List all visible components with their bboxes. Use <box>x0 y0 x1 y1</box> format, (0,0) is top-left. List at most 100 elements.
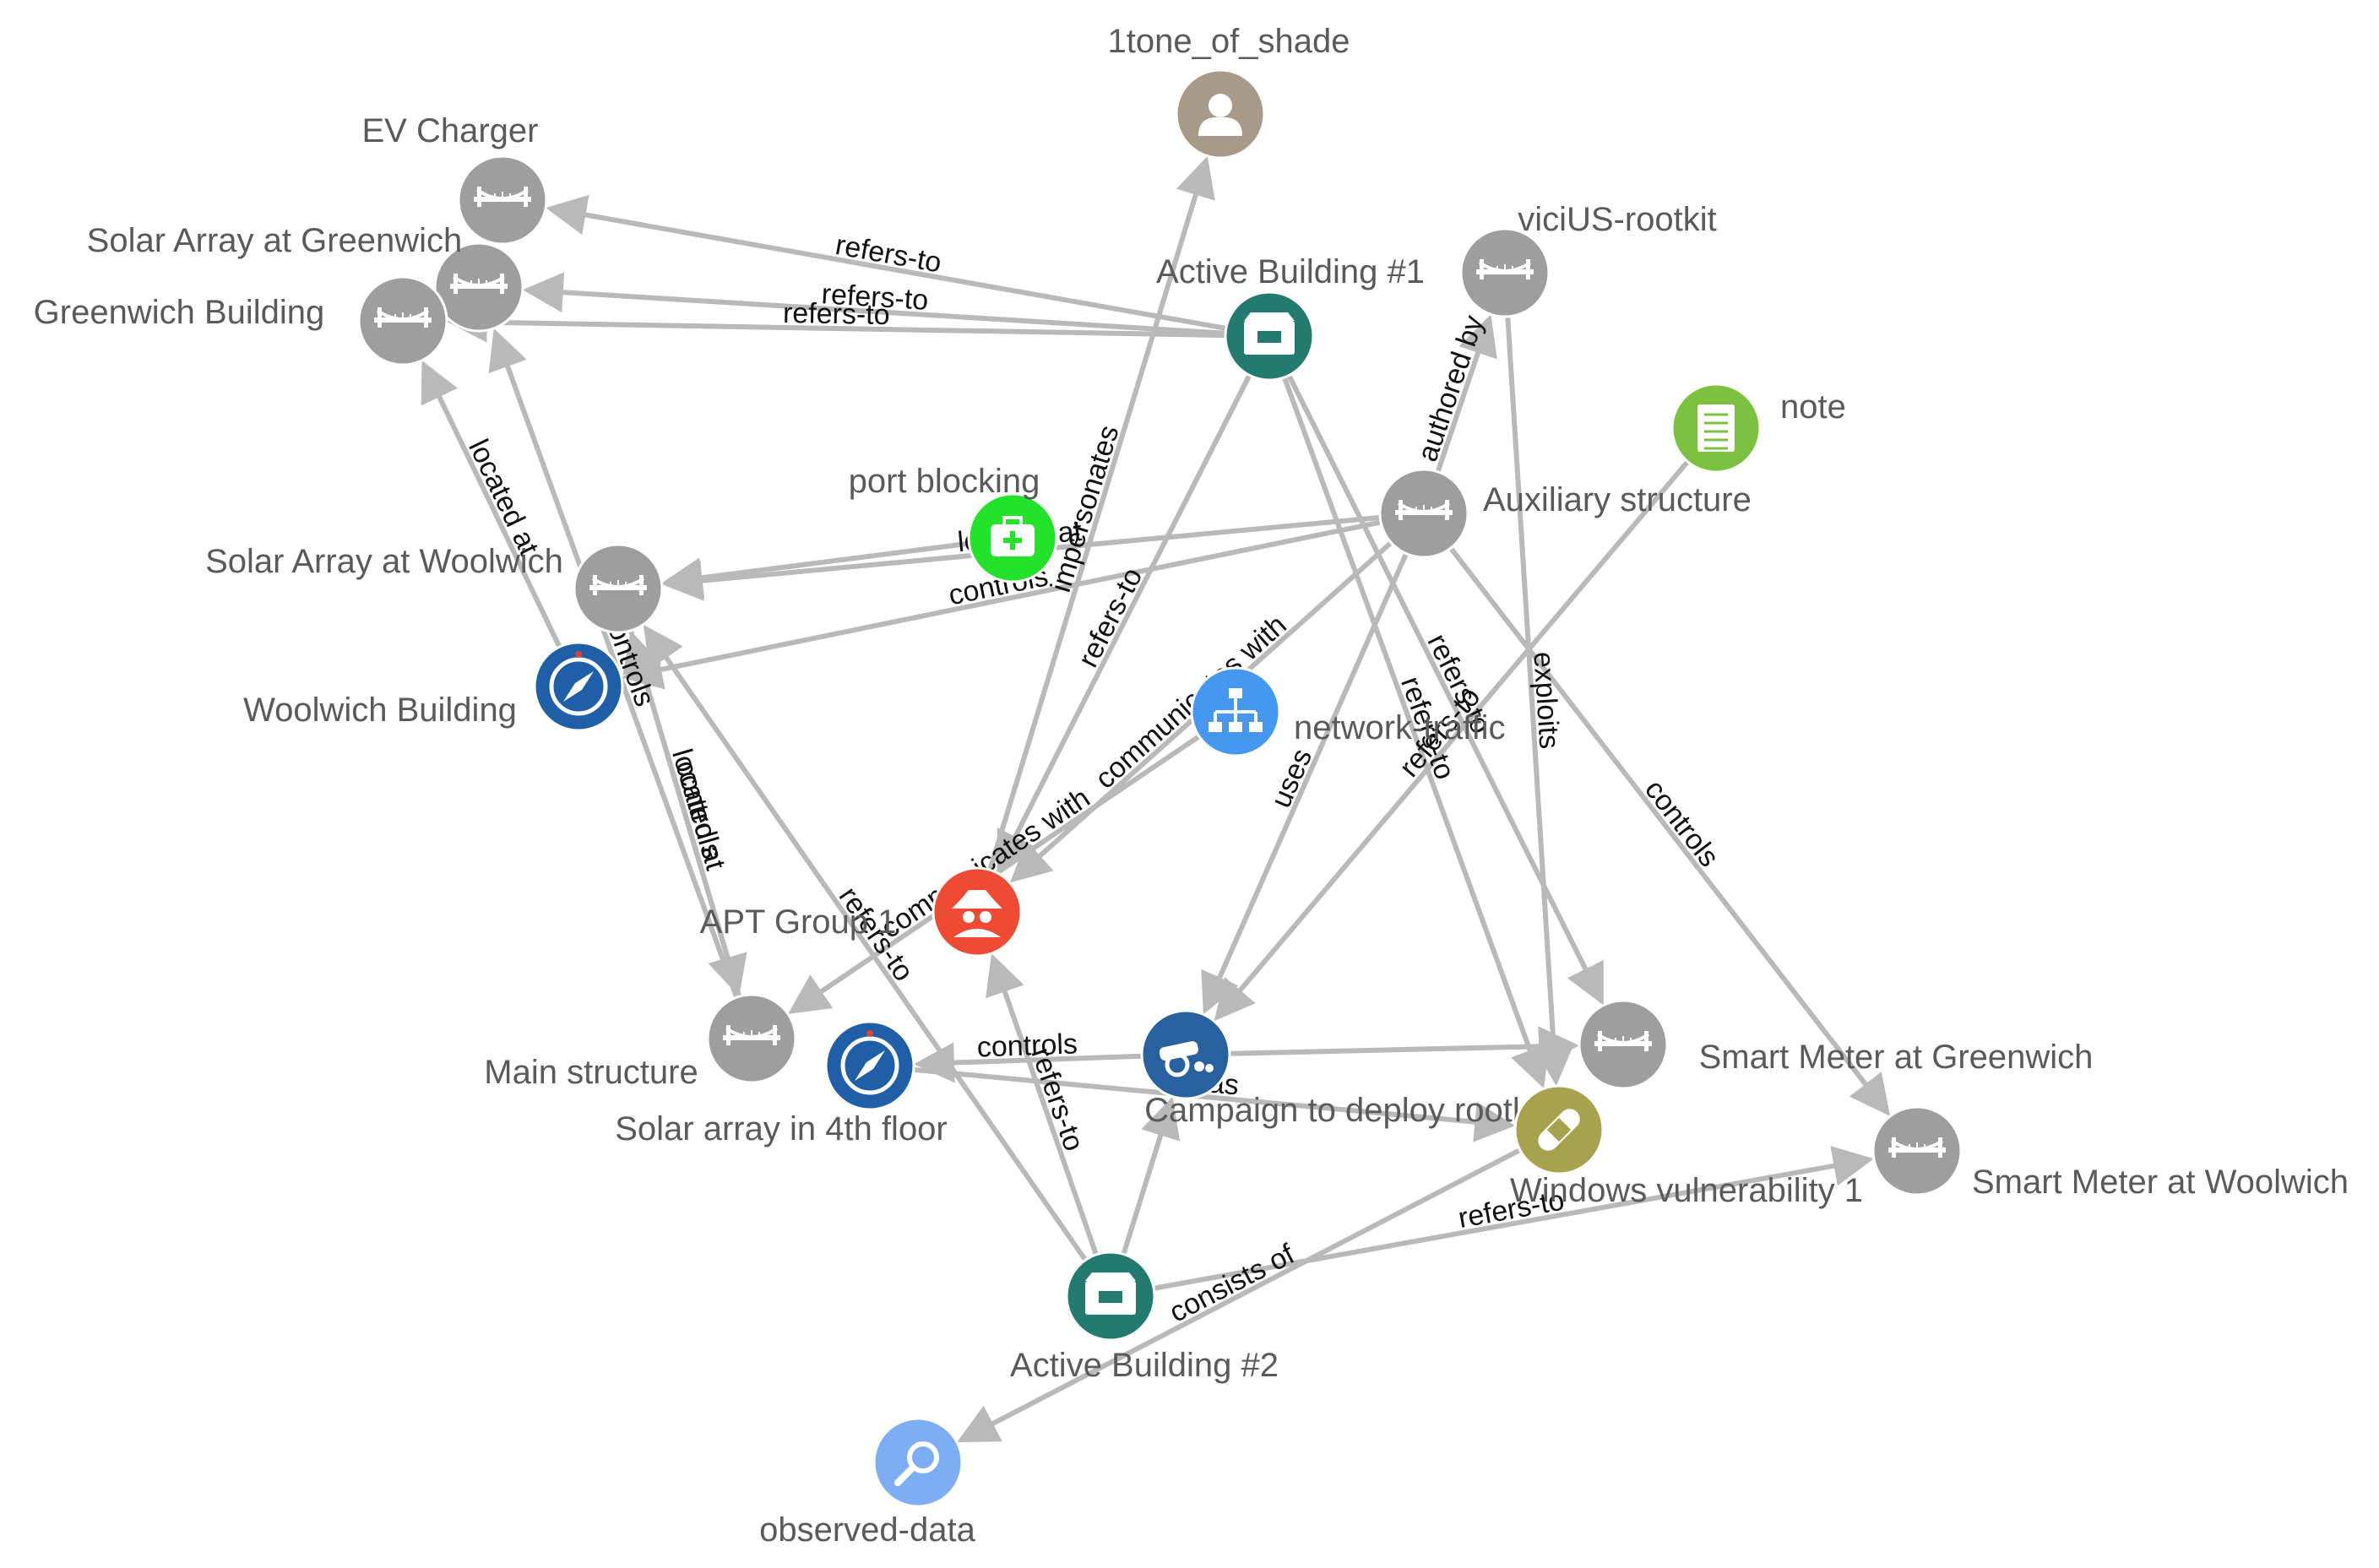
edge-apt-to-tone[interactable] <box>987 155 1215 871</box>
edge-label: controls <box>976 1028 1078 1063</box>
bridge-icon <box>1888 1137 1946 1158</box>
bridge-icon <box>1476 259 1534 279</box>
node-evcharger[interactable]: EV Charger <box>362 112 548 246</box>
network-icon <box>1209 688 1263 732</box>
node-greenwich-bldg[interactable]: Greenwich Building <box>34 275 448 366</box>
edge-label: refers-to <box>821 278 930 317</box>
edge-label: uses <box>1265 744 1319 812</box>
bridge-icon <box>1395 500 1453 520</box>
node-observed[interactable]: observed-data <box>759 1417 976 1549</box>
node-label: 1tone_of_shade <box>1108 23 1350 60</box>
node-label: observed-data <box>759 1511 975 1549</box>
edge-campaign-to-meter_gw[interactable] <box>1229 1026 1580 1067</box>
edge-port-to-solar_ww[interactable] <box>661 540 970 599</box>
edge-aux-to-campaign[interactable] <box>1201 552 1409 1015</box>
node-nettraffic[interactable]: network-traffic <box>1190 666 1505 757</box>
edge-label: controls <box>669 757 728 862</box>
edge-aux-to-meter_ww[interactable] <box>1448 546 1891 1116</box>
person-icon <box>1198 94 1242 136</box>
edge-active1-to-apt[interactable] <box>997 374 1252 873</box>
bandaid-icon <box>1538 1109 1580 1151</box>
edge-active2-to-apt[interactable] <box>986 953 1099 1256</box>
spy-icon <box>952 890 1002 937</box>
node-apt[interactable]: APT Group 1 <box>700 866 1023 958</box>
node-main[interactable]: Main structure <box>484 993 797 1091</box>
node-label: port blocking <box>849 463 1040 500</box>
node-circle[interactable] <box>932 866 1023 958</box>
node-label: Solar Array at Greenwich <box>87 222 463 259</box>
edge-label: controls <box>1638 773 1725 872</box>
edge-label: refers-to <box>833 229 943 279</box>
node-aux[interactable]: Auxiliary structure <box>1378 468 1752 559</box>
edge-winvuln-to-observed[interactable] <box>957 1148 1522 1443</box>
edge-active1-to-solar_gw[interactable] <box>522 272 1226 336</box>
edge-active2-to-meter_ww[interactable] <box>1153 1146 1874 1291</box>
node-label: Main structure <box>484 1054 698 1091</box>
bridge-icon <box>1594 1031 1652 1051</box>
compass-icon <box>840 1030 899 1095</box>
edge-active1-to-meter_gw[interactable] <box>1286 374 1604 1006</box>
edge-note-to-campaign[interactable] <box>1214 459 1690 1022</box>
node-label: Active Building #2 <box>1010 1347 1279 1384</box>
node-active1[interactable]: Active Building #1 <box>1156 253 1425 382</box>
node-label: Solar Array at Woolwich <box>205 543 563 580</box>
edge-label: authored by <box>1411 312 1490 465</box>
node-label: Auxiliary structure <box>1483 481 1752 518</box>
bridge-icon <box>374 307 432 328</box>
node-label: Greenwich Building <box>34 294 325 331</box>
node-label: Smart Meter at Woolwich <box>1972 1164 2349 1201</box>
node-label: Smart Meter at Greenwich <box>1699 1039 2094 1076</box>
edge-active1-to-evcharger[interactable] <box>546 194 1227 331</box>
edge-active2-to-campaign[interactable] <box>1121 1096 1181 1256</box>
bridge-icon <box>474 187 531 207</box>
node-label: Solar array in 4th floor <box>615 1110 948 1148</box>
node-label: viciUS-rootkit <box>1518 201 1717 238</box>
edge-woolwich_bldg-to-greenwich_bldg[interactable] <box>421 360 562 648</box>
edge-label: impersonates <box>1045 421 1126 595</box>
edge-main-to-solar_ww[interactable] <box>622 630 742 997</box>
node-label: EV Charger <box>362 112 539 149</box>
node-vicius[interactable]: viciUS-rootkit <box>1459 201 1717 318</box>
edge-active1-to-greenwich_bldg[interactable] <box>446 301 1226 343</box>
first-aid-kit-icon <box>991 516 1035 556</box>
node-woolwich-bldg[interactable]: Woolwich Building <box>243 641 624 732</box>
bridge-icon <box>723 1025 780 1045</box>
bridge-icon <box>450 274 508 294</box>
node-solar4[interactable]: Solar array in 4th floor <box>615 1020 948 1148</box>
node-meter-gw[interactable]: Smart Meter at Greenwich <box>1578 999 2094 1090</box>
compass-icon <box>549 651 608 716</box>
node-meter-ww[interactable]: Smart Meter at Woolwich <box>1871 1105 2349 1201</box>
edge-active1-to-winvuln[interactable] <box>1282 376 1550 1089</box>
edge-vicius-to-winvuln[interactable] <box>1505 316 1574 1087</box>
node-tone[interactable]: 1tone_of_shade <box>1108 23 1350 160</box>
stix-package-icon <box>1244 312 1295 355</box>
edge-solar4-to-winvuln[interactable] <box>913 1066 1516 1142</box>
node-label: APT Group 1 <box>700 903 897 941</box>
edge-active2-to-solar_ww[interactable] <box>643 624 1088 1262</box>
node-active2[interactable]: Active Building #2 <box>1010 1251 1279 1384</box>
node-label: Windows vulnerability 1 <box>1510 1172 1863 1209</box>
node-note[interactable]: note <box>1670 383 1846 474</box>
bridge-icon <box>589 575 647 595</box>
node-solar-ww[interactable]: Solar Array at Woolwich <box>205 543 664 634</box>
node-label: note <box>1780 388 1846 426</box>
edge-aux-to-woolwich_bldg[interactable] <box>621 519 1382 690</box>
node-port[interactable]: port blocking <box>849 463 1058 583</box>
edge-label: exploits <box>1527 651 1565 750</box>
node-solar-gw[interactable]: Solar Array at Greenwich <box>87 222 524 333</box>
edges-layer <box>421 155 1891 1443</box>
node-circle[interactable] <box>872 1417 964 1508</box>
cannon-icon <box>1159 1041 1214 1077</box>
node-campaign[interactable]: Campaign to deploy rootkit <box>1140 1009 1546 1129</box>
edge-label: refers-to <box>783 297 890 331</box>
node-label: network-traffic <box>1294 709 1505 746</box>
notepad-icon <box>1697 404 1735 452</box>
magnifier-icon <box>894 1441 939 1486</box>
stix-package-icon <box>1085 1272 1136 1315</box>
node-winvuln[interactable]: Windows vulnerability 1 <box>1510 1084 1863 1209</box>
edge-aux-to-vicius[interactable] <box>1435 314 1497 473</box>
edge-label: located at <box>462 434 545 561</box>
